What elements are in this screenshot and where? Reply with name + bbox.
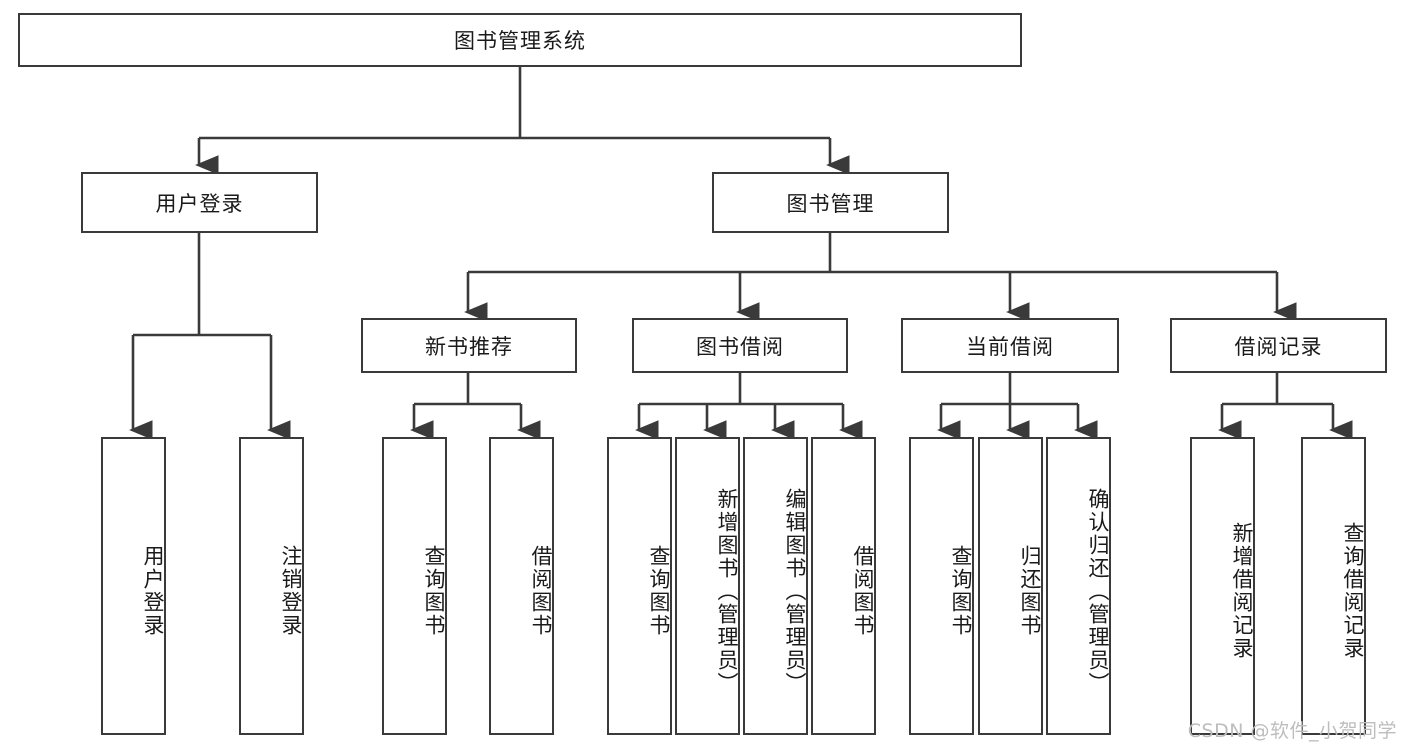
node-label: 借阅图书 [851,545,875,637]
leaf-new-book-query[interactable]: 查询图书 [382,437,447,735]
leaf-current-borrow-query[interactable]: 查询图书 [909,437,974,735]
leaf-user-login-login[interactable]: 用户登录 [101,437,166,735]
node-label: 确认归还（管理员） [1086,487,1110,695]
node-label: 查询图书 [647,545,671,637]
node-label: 查询图书 [949,545,973,637]
node-book-management[interactable]: 图书管理 [712,172,949,233]
node-label: 新增图书（管理员） [715,487,739,695]
node-label: 查询图书 [422,545,446,637]
node-book-borrow[interactable]: 图书借阅 [632,318,848,373]
node-label: 当前借阅 [966,334,1054,359]
node-label: 查询借阅记录 [1341,522,1365,660]
node-label: 新书推荐 [425,334,513,359]
node-label: 借阅记录 [1234,334,1323,359]
node-label: 注销登录 [279,545,303,637]
node-label: 图书借阅 [696,334,784,359]
node-user-login[interactable]: 用户登录 [81,172,318,233]
leaf-current-borrow-return[interactable]: 归还图书 [978,437,1043,735]
node-label: 新增借阅记录 [1230,522,1254,660]
leaf-current-borrow-confirm-admin[interactable]: 确认归还（管理员） [1046,437,1111,735]
node-label: 编辑图书（管理员） [783,487,807,695]
node-label: 图书管理 [786,191,875,216]
leaf-book-borrow-query[interactable]: 查询图书 [607,437,672,735]
leaf-new-book-borrow[interactable]: 借阅图书 [489,437,554,735]
node-label: 借阅图书 [529,545,553,637]
node-label: 归还图书 [1018,545,1042,637]
leaf-borrow-record-query[interactable]: 查询借阅记录 [1301,437,1366,735]
leaf-book-borrow-edit-admin[interactable]: 编辑图书（管理员） [743,437,808,735]
node-current-borrow[interactable]: 当前借阅 [901,318,1119,373]
leaf-book-borrow-borrow[interactable]: 借阅图书 [811,437,876,735]
leaf-borrow-record-add[interactable]: 新增借阅记录 [1190,437,1255,735]
node-label: 图书管理系统 [454,29,586,53]
leaf-user-login-logout[interactable]: 注销登录 [239,437,304,735]
node-borrow-record[interactable]: 借阅记录 [1170,318,1387,373]
node-label: 用户登录 [141,545,165,637]
node-new-book-recommend[interactable]: 新书推荐 [361,318,577,373]
leaf-book-borrow-add-admin[interactable]: 新增图书（管理员） [675,437,740,735]
node-label: 用户登录 [155,191,244,216]
node-root-book-management-system[interactable]: 图书管理系统 [18,13,1022,67]
